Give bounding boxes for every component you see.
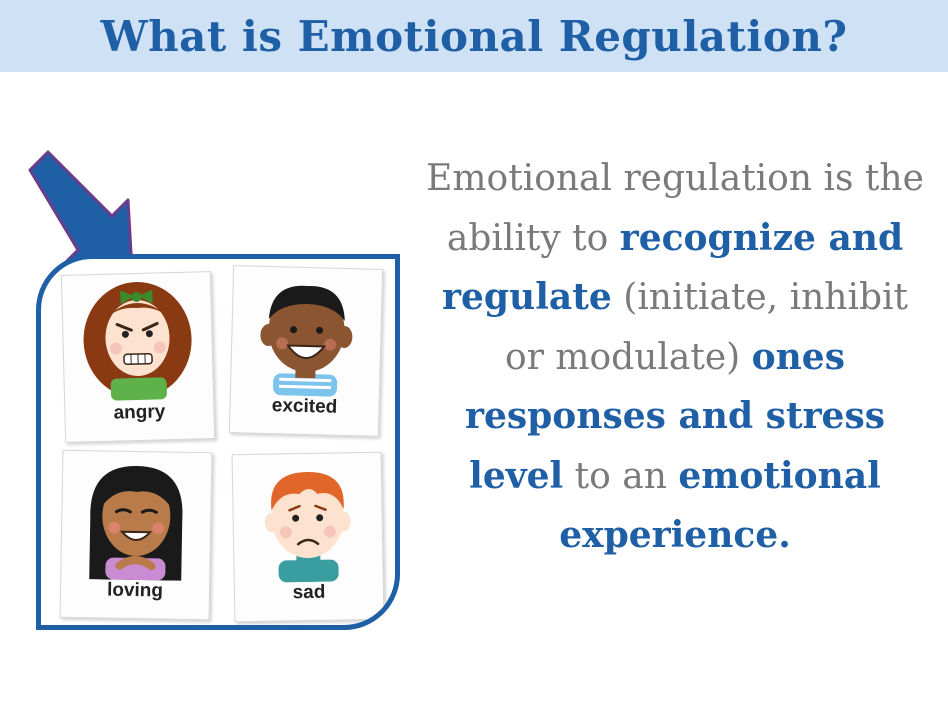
emotion-card-angry: angry xyxy=(60,271,216,443)
definition-part-1: Emotional regulation is the ability to xyxy=(426,158,924,259)
card-label-excited: excited xyxy=(271,395,338,418)
sad-face-icon xyxy=(264,472,351,583)
emotion-card-sad: sad xyxy=(231,451,385,623)
card-label-sad: sad xyxy=(292,581,326,604)
card-label-loving: loving xyxy=(106,579,164,602)
loving-face-icon xyxy=(89,466,183,581)
emotion-card-loving: loving xyxy=(59,449,213,621)
angry-face-icon xyxy=(83,282,192,401)
definition-highlight-1: recognize and regulate xyxy=(442,216,904,319)
slide-title: What is Emotional Regulation? xyxy=(100,11,848,61)
emotion-card-excited: excited xyxy=(228,265,384,437)
definition-highlight-2: ones responses and stress level xyxy=(465,335,885,497)
definition-highlight-3: emotional experience xyxy=(559,454,881,557)
definition-part-3: to an xyxy=(563,455,679,497)
excited-face-icon xyxy=(260,285,353,397)
definition-part-2: (initiate, inhibit or modulate) xyxy=(505,277,908,378)
card-label-angry: angry xyxy=(113,401,166,424)
definition-part-4: . xyxy=(778,514,791,556)
arrow-icon xyxy=(28,150,134,272)
definition-text: Emotional regulation is the ability to r… xyxy=(420,150,930,566)
title-banner: What is Emotional Regulation? xyxy=(0,0,948,72)
emotion-card-panel: angry excited xyxy=(36,254,400,630)
